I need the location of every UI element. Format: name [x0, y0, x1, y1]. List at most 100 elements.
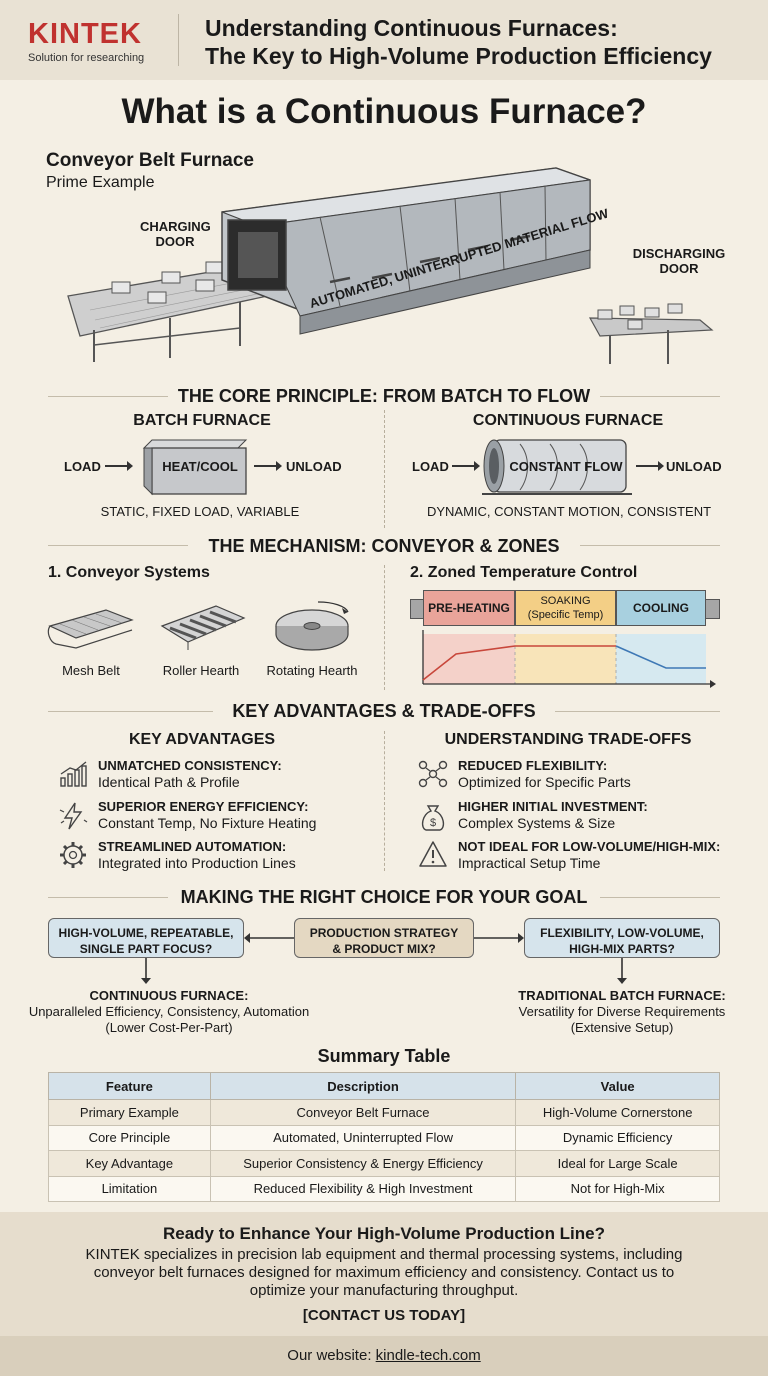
cta-body: KINTEK specializes in precision lab equi…	[85, 1246, 683, 1299]
table-header-row: Feature Description Value	[48, 1072, 720, 1100]
column-divider	[384, 410, 385, 528]
section-divider	[600, 396, 720, 397]
summary-table-title: Summary Table	[317, 1046, 451, 1066]
production-strategy-box: PRODUCTION STRATEGY & PRODUCT MIX?	[294, 918, 474, 958]
section-divider	[600, 897, 720, 898]
continuous-furnace-title: CONTINUOUS FURNACE	[472, 412, 664, 429]
bar-chart-icon	[60, 761, 87, 787]
lightning-icon	[59, 802, 88, 830]
arrow-down-icon	[617, 958, 627, 984]
arrow-down-icon	[141, 958, 151, 984]
logo-wordmark: KINTEK	[28, 18, 142, 50]
table-cell: Automated, Uninterrupted Flow	[209, 1124, 517, 1151]
table-cell: Superior Consistency & Energy Efficiency	[209, 1150, 517, 1177]
table-row: Core Principle Automated, Uninterrupted …	[48, 1124, 720, 1151]
tradeoff-text-2: Complex Systems & Size	[458, 815, 616, 831]
table-cell: Key Advantage	[48, 1150, 211, 1177]
arrow-right-icon	[636, 461, 664, 471]
advantage-text-1: Identical Path & Profile	[98, 774, 240, 790]
tunnel-furnace-icon	[482, 439, 632, 495]
zone-soaking: SOAKING (Specific Temp)	[515, 590, 616, 626]
core-principle-title: THE CORE PRINCIPLE: FROM BATCH TO FLOW	[177, 386, 591, 406]
table-cell: Not for High-Mix	[515, 1175, 720, 1202]
header-title-line2: The Key to High-Volume Production Effici…	[205, 43, 712, 69]
table-row: Limitation Reduced Flexibility & High In…	[48, 1175, 720, 1202]
table-cell: High-Volume Cornerstone	[515, 1099, 720, 1126]
continuous-caption: DYNAMIC, CONSTANT MOTION, CONSISTENT	[426, 504, 712, 519]
continuous-result: CONTINUOUS FURNACE: Unparalleled Efficie…	[28, 988, 310, 1035]
website-link[interactable]: kindle-tech.com	[375, 1347, 481, 1364]
cta-section: Ready to Enhance Your High-Volume Produc…	[0, 1212, 768, 1336]
table-cell: Conveyor Belt Furnace	[209, 1099, 517, 1126]
kintek-logo[interactable]: KINTEK Solution for researching	[28, 18, 144, 64]
roller-hearth-icon	[160, 605, 246, 650]
arrow-right-icon	[452, 461, 480, 471]
continuous-load-label: LOAD	[412, 459, 449, 474]
high-volume-box: HIGH-VOLUME, REPEATABLE, SINGLE PART FOC…	[48, 918, 244, 958]
section-divider	[48, 396, 168, 397]
footer: Our website: kindle-tech.com	[0, 1336, 768, 1376]
arrow-left-icon	[244, 933, 294, 943]
choice-title: MAKING THE RIGHT CHOICE FOR YOUR GOAL	[180, 887, 588, 907]
arrow-right-icon	[474, 933, 524, 943]
logo-tagline: Solution for researching	[28, 52, 145, 64]
table-cell: Reduced Flexibility & High Investment	[209, 1175, 517, 1202]
advantage-text-3: Integrated into Production Lines	[98, 855, 296, 871]
table-cell: Ideal for Large Scale	[515, 1150, 720, 1177]
tradeoff-text-3: Impractical Setup Time	[458, 855, 601, 871]
batch-box-label: HEAT/COOL	[162, 459, 238, 474]
batch-furnace-title: BATCH FURNACE	[133, 412, 271, 429]
table-cell: Dynamic Efficiency	[515, 1124, 720, 1151]
footer-label: Our website:	[287, 1347, 376, 1364]
conveyor-label-roller: Roller Hearth	[162, 663, 240, 678]
conveyor-label-rotating: Rotating Hearth	[266, 663, 358, 678]
table-cell: Limitation	[48, 1175, 211, 1202]
table-header: Value	[515, 1072, 720, 1100]
conveyor-furnace-illustration	[67, 167, 714, 364]
contact-us-button[interactable]: [CONTACT US TODAY]	[302, 1307, 466, 1324]
zone-preheating: PRE-HEATING	[423, 590, 515, 626]
network-icon	[418, 760, 448, 788]
temperature-profile-graph	[422, 630, 716, 688]
hero-title: Conveyor Belt Furnace	[46, 150, 254, 171]
conveyor-label-mesh: Mesh Belt	[62, 663, 120, 678]
section-divider	[48, 545, 188, 546]
zone-cooling: COOLING	[616, 590, 706, 626]
section-divider	[555, 711, 720, 712]
header: KINTEK Solution for researching Understa…	[0, 0, 768, 80]
column-divider	[384, 565, 385, 690]
header-title: Understanding Continuous Furnaces: The K…	[205, 14, 755, 70]
cta-heading: Ready to Enhance Your High-Volume Produc…	[162, 1224, 606, 1243]
advantage-head-1: UNMATCHED CONSISTENCY:	[98, 758, 282, 773]
main-title: What is a Continuous Furnace?	[121, 92, 647, 131]
continuous-unload-label: UNLOAD	[666, 459, 722, 474]
money-bag-icon: $	[421, 805, 445, 831]
continuous-box-label: CONSTANT FLOW	[509, 459, 623, 474]
batch-unload-label: UNLOAD	[286, 459, 342, 474]
svg-text:$: $	[430, 817, 436, 829]
flexibility-box: FLEXIBILITY, LOW-VOLUME, HIGH-MIX PARTS?	[524, 918, 720, 958]
section-divider	[48, 897, 168, 898]
warning-icon	[419, 841, 447, 867]
gear-icon	[60, 842, 86, 868]
trade-offs-title: UNDERSTANDING TRADE-OFFS	[444, 731, 692, 748]
tradeoff-head-1: REDUCED FLEXIBILITY:	[458, 758, 608, 773]
tradeoff-head-2: HIGHER INITIAL INVESTMENT:	[458, 799, 648, 814]
advantage-text-2: Constant Temp, No Fixture Heating	[98, 815, 317, 831]
summary-table: Feature Description Value Primary Exampl…	[48, 1072, 720, 1202]
footer-text: Our website: kindle-tech.com	[0, 1347, 768, 1364]
header-divider	[178, 14, 179, 66]
section-divider	[580, 545, 720, 546]
batch-box-icon	[142, 439, 248, 496]
table-header: Feature	[48, 1072, 211, 1100]
hero-subtitle: Prime Example	[46, 174, 155, 191]
zoned-control-title: 2. Zoned Temperature Control	[410, 564, 638, 581]
arrow-right-icon	[254, 461, 282, 471]
key-advantages-title: KEY ADVANTAGES	[128, 731, 276, 748]
table-header: Description	[209, 1072, 517, 1100]
column-divider	[384, 731, 385, 871]
advantage-head-2: SUPERIOR ENERGY EFFICIENCY:	[98, 799, 309, 814]
discharging-door-label: DISCHARGING DOOR	[632, 246, 726, 276]
rotating-hearth-icon	[275, 601, 349, 651]
mechanism-title: THE MECHANISM: CONVEYOR & ZONES	[208, 536, 560, 556]
